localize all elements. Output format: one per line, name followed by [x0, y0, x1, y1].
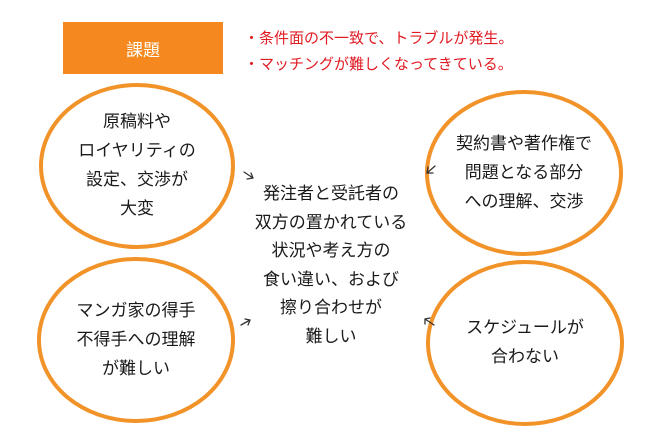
arrow-bottom-left-icon	[240, 318, 251, 326]
circle-bottom-left: マンガ家の得手 不得手への理解 が難しい	[37, 257, 235, 423]
issue-item: ・条件面の不一致で、トラブルが発生。	[244, 29, 514, 47]
circle-bottom-right-text: スケジュールが 合わない	[466, 318, 584, 367]
title-box: 課題	[63, 22, 223, 74]
circle-bottom-left-text: マンガ家の得手 不得手への理解 が難しい	[76, 300, 196, 379]
circle-top-right: 契約書や著作権で 問題となる部分 への理解、交渉	[425, 90, 623, 256]
arrow-top-left-icon	[243, 171, 254, 180]
title-label: 課題	[126, 40, 160, 61]
circle-top-left-text: 原稿料や ロイヤリティの 設定、交渉が 大変	[78, 112, 196, 219]
arrow-bottom-right-icon	[424, 317, 435, 326]
arrow-top-right-icon	[426, 165, 436, 174]
circle-top-right-text: 契約書や著作権で 問題となる部分 への理解、交渉	[456, 133, 592, 212]
circle-top-left: 原稿料や ロイヤリティの 設定、交渉が 大変	[39, 83, 235, 249]
circle-bottom-right: スケジュールが 合わない	[426, 260, 624, 426]
center-text: 発注者と受託者の 双方の置かれている 状況や考え方の 食い違い、および 擦り合わ…	[254, 184, 408, 347]
issue-item: ・マッチングが難しくなってきている。	[244, 55, 513, 73]
issues-list: ・条件面の不一致で、トラブルが発生。 ・マッチングが難しくなってきている。	[244, 25, 513, 77]
